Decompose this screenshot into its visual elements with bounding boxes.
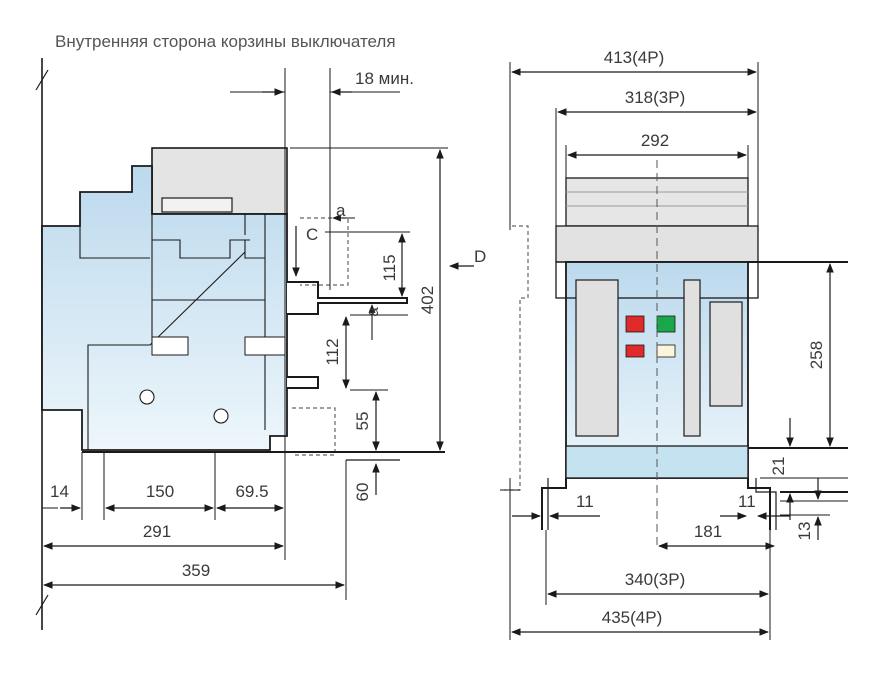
cream-lamp (656, 344, 676, 358)
dim-413-4p: 413(4P) (604, 48, 664, 67)
breaker-body (41, 165, 288, 451)
dim-318-3p: 318(3P) (625, 88, 685, 107)
front-view: 413(4P) 318(3P) 292 (500, 48, 848, 640)
dim-112: 112 (323, 338, 342, 365)
dim-291: 291 (143, 522, 171, 541)
dim-13: 13 (795, 522, 814, 541)
dim-115: 115 (380, 254, 399, 281)
dim-292: 292 (641, 131, 669, 150)
red-indicator (625, 315, 645, 333)
dim-60: 60 (353, 483, 372, 502)
dim-402: 402 (418, 286, 437, 314)
dim-18-min: 18 мин. (355, 69, 414, 88)
mark-d: D (474, 247, 486, 266)
mark-a-mid: a (363, 307, 382, 317)
caption: Внутренняя сторона корзины выключателя (55, 32, 396, 51)
dim-150: 150 (146, 482, 174, 501)
mark-c: C (306, 225, 318, 244)
dim-181: 181 (694, 522, 722, 541)
dim-340-3p: 340(3P) (625, 570, 685, 589)
dim-258: 258 (807, 341, 826, 369)
side-view: 18 мин. 402 115 112 55 60 C a a D 14 150 (35, 58, 486, 630)
mark-a-top: a (336, 201, 346, 220)
dim-11-left: 11 (576, 492, 594, 511)
dim-359: 359 (182, 561, 210, 580)
dim-69-5: 69.5 (235, 482, 268, 501)
dim-435-4p: 435(4P) (602, 608, 662, 627)
dim-11-right: 11 (738, 492, 756, 511)
dim-21: 21 (769, 457, 788, 476)
green-indicator (656, 315, 676, 333)
red-lamp (625, 344, 645, 358)
dim-14: 14 (50, 482, 69, 501)
dim-55: 55 (353, 412, 372, 431)
